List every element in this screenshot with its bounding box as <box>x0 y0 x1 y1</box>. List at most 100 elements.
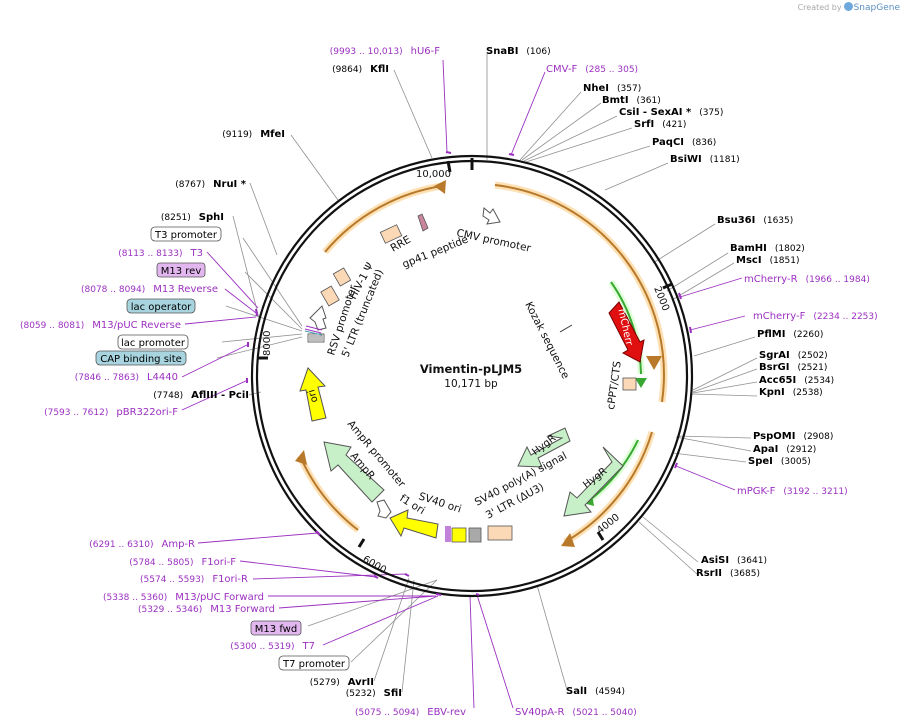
enzyme-csii-sexai[interactable]: CsiI - SexAI *(375) <box>619 107 723 118</box>
enzyme-bsiwi[interactable]: BsiWI(1181) <box>670 154 740 165</box>
enzyme-bmti[interactable]: BmtI(361) <box>602 95 661 106</box>
primer-mcherry-r[interactable]: mCherry-R(1966 .. 1984) <box>744 274 870 285</box>
enzyme-pspomi[interactable]: PspOMI(2908) <box>753 431 833 442</box>
leader-lines <box>216 54 758 693</box>
ori-arrow <box>299 367 327 422</box>
backbone <box>250 154 694 598</box>
primer-amp-r[interactable]: (6291 .. 6310)Amp-R <box>89 539 195 550</box>
enzyme-bamhi[interactable]: BamHI(1802) <box>730 243 805 254</box>
primer-hu6f[interactable]: (9993 .. 10,013)hU6-F <box>330 46 441 57</box>
hiv-psi-box <box>332 267 352 287</box>
label-kozak: Kozak sequence <box>522 300 571 381</box>
enzyme-avrii[interactable]: (5279)AvrII <box>310 677 374 688</box>
tick-marks <box>258 160 673 548</box>
enzyme-labels-left: (5232)SfiI (5279)AvrII (7748)AflIII - Pc… <box>153 64 402 699</box>
enzyme-rsrii[interactable]: RsrII(3685) <box>696 568 760 579</box>
enzyme-spei[interactable]: SpeI(3005) <box>748 456 811 467</box>
hygr-arrow-2 <box>563 446 624 517</box>
lac-promoter-box[interactable]: lac promoter <box>117 334 189 350</box>
primer-cmvf[interactable]: CMV-F(285 .. 305) <box>546 64 638 75</box>
tick-label-10000: 10,000 <box>416 169 451 180</box>
m13-rev-text: M13 rev <box>161 266 202 277</box>
primer-t3[interactable]: (8113 .. 8133)T3 <box>118 248 203 259</box>
primer-m13-reverse[interactable]: (8078 .. 8094)M13 Reverse <box>81 284 218 295</box>
kozak-line <box>559 324 573 333</box>
enzyme-bsu36i[interactable]: Bsu36I(1635) <box>717 215 793 226</box>
primer-m13-puc-reverse[interactable]: (8059 .. 8081)M13/pUC Reverse <box>20 320 181 331</box>
sv40-polya-box <box>468 527 482 543</box>
enzyme-sgrai[interactable]: SgrAI(2502) <box>759 350 828 361</box>
enzyme-nrui[interactable]: (8767)NruI * <box>175 179 247 190</box>
primer-pbr322ori-f[interactable]: (7593 .. 7612)pBR322ori-F <box>44 407 178 418</box>
primer-labels-left: (5075 .. 5094)EBV-rev (5300 .. 5319)T7 (… <box>20 248 466 718</box>
cppt-box <box>622 377 637 391</box>
primer-mcherry-f[interactable]: mCherry-F(2234 .. 2253) <box>753 311 878 322</box>
primer-m13-forward[interactable]: (5329 .. 5346)M13 Forward <box>138 604 275 615</box>
enzyme-kfli[interactable]: (9864)KflI <box>332 64 389 75</box>
enzyme-pflmi[interactable]: PflMI(2260) <box>757 329 823 340</box>
enzyme-sphi[interactable]: (8251)SphI <box>161 212 224 223</box>
enzyme-paqci[interactable]: PaqCI(836) <box>652 137 716 148</box>
plasmid-name: Vimentin-pLJM5 <box>420 362 522 376</box>
primer-marks <box>246 151 692 596</box>
primer-f1ori-r[interactable]: (5574 .. 5593)F1ori-R <box>140 574 248 585</box>
enzyme-srfi[interactable]: SrfI(421) <box>634 119 686 130</box>
enzyme-sfii[interactable]: (5232)SfiI <box>346 688 402 699</box>
enzyme-nhei[interactable]: NheI(357) <box>583 83 641 94</box>
m13-fwd-text: M13 fwd <box>255 624 297 635</box>
t7-promoter-text: T7 promoter <box>282 659 346 670</box>
snapgene-watermark: Created by SnapGene <box>798 2 900 13</box>
cap-binding-site-box[interactable]: CAP binding site <box>95 350 187 366</box>
ampr-promoter-arrow <box>376 499 392 519</box>
ltr5-box <box>320 285 340 307</box>
enzyme-msci[interactable]: MscI(1851) <box>736 255 800 266</box>
enzyme-sali[interactable]: SalI(4594) <box>566 686 625 697</box>
plasmid-length: 10,171 bp <box>444 378 498 390</box>
mcherry-arrow <box>608 301 645 363</box>
enzyme-kpni[interactable]: KpnI(2538) <box>759 387 823 398</box>
rre-box <box>379 224 403 244</box>
watermark-brand: SnapGene <box>853 3 900 13</box>
plasmid-title: Vimentin-pLJM5 10,171 bp <box>420 362 522 390</box>
lac-operator-text: lac operator <box>131 302 192 313</box>
boxed-labels: T7 promoter M13 fwd T3 promoter M13 rev … <box>95 226 350 671</box>
primer-f1ori-f[interactable]: (5784 .. 5805)F1ori-F <box>129 557 236 568</box>
t7-promoter-box[interactable]: T7 promoter <box>278 655 350 671</box>
primer-l4440[interactable]: (7846 .. 7863)L4440 <box>75 372 178 383</box>
primer-ebv-rev[interactable]: (5075 .. 5094)EBV-rev <box>355 707 466 718</box>
enzyme-afliii-pcii[interactable]: (7748)AflIII - PciI <box>153 390 249 401</box>
primer-sv40pa-r[interactable]: SV40pA-R(5021 .. 5040) <box>515 707 637 718</box>
label-cppt: cPPT/CTS <box>605 360 624 410</box>
m13-rev-box[interactable]: M13 rev <box>156 262 206 278</box>
lac-operator-box[interactable]: lac operator <box>126 298 196 314</box>
m13-fwd-box[interactable]: M13 fwd <box>250 620 302 636</box>
enzyme-mfei[interactable]: (9119)MfeI <box>222 129 285 140</box>
lac-region-block <box>307 333 325 343</box>
feature-arcs <box>295 180 668 547</box>
rsv-promoter-arrow <box>309 305 327 331</box>
hygr-arrow-1 <box>517 427 571 468</box>
cmv-promoter-arrow <box>482 207 501 225</box>
primer-t7[interactable]: (5300 .. 5319)T7 <box>230 641 315 652</box>
enzyme-labels: SnaBI(106) NheI(357) BmtI(361) CsiI - Se… <box>486 46 834 697</box>
label-gp41-peptide: gp41 peptide <box>401 233 470 270</box>
gp41-peptide-shape <box>417 213 429 232</box>
enzyme-bsrgi[interactable]: BsrGI(2521) <box>759 362 827 373</box>
enzyme-acc65i[interactable]: Acc65I(2534) <box>759 375 834 386</box>
watermark-created-by: Created by <box>797 3 842 12</box>
primer-m13-puc-forward[interactable]: (5338 .. 5360)M13/pUC Forward <box>103 592 264 603</box>
ltr3-box <box>487 525 513 541</box>
feature-shapes <box>299 207 645 543</box>
t3-promoter-box[interactable]: T3 promoter <box>150 226 222 242</box>
primer-labels: (9993 .. 10,013)hU6-F CMV-F(285 .. 305) … <box>330 46 878 718</box>
snapgene-logo-icon <box>843 2 853 11</box>
enzyme-apai[interactable]: ApaI(2912) <box>753 444 816 455</box>
sv40-ori-box <box>451 527 467 543</box>
label-sv40-ori: SV40 ori <box>417 490 463 515</box>
t3-promoter-text: T3 promoter <box>154 230 218 241</box>
enzyme-snabi[interactable]: SnaBI(106) <box>486 46 551 57</box>
primer-mpgk-f[interactable]: mPGK-F(3192 .. 3211) <box>737 486 848 497</box>
enzyme-asisi[interactable]: AsiSI(3641) <box>701 555 767 566</box>
tick-label-8000: 8000 <box>262 331 273 356</box>
